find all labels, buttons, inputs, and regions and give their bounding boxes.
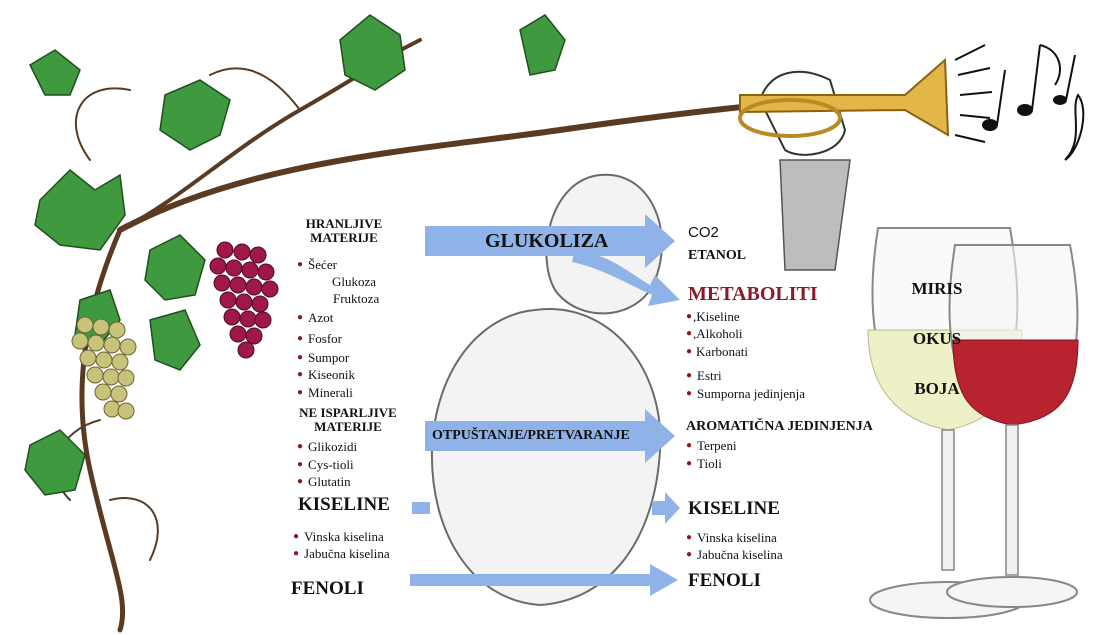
- input-fenoli-title: FENOLI: [291, 578, 364, 600]
- metaboliti-title: METABOLITI: [688, 283, 818, 306]
- bullet-icon: ●: [297, 369, 303, 380]
- bullet-icon: ●: [686, 370, 692, 381]
- co2-label: CO2: [688, 224, 719, 241]
- bullet-icon: ●: [686, 311, 692, 322]
- bullet-icon: ●: [686, 328, 692, 339]
- input-kiseline-item: ●Jabučna kiselina: [293, 546, 390, 563]
- hranljive-title-line2: MATERIJE: [300, 231, 388, 245]
- bullet-icon: ●: [297, 459, 303, 470]
- otpustanje-label: OTPUŠTANJE/PRETVARANJE: [432, 428, 630, 444]
- yeast-mother-cell: [432, 309, 660, 605]
- leaf-1: [35, 170, 125, 250]
- bullet-icon: ●: [297, 441, 303, 452]
- boja-label: BOJA: [897, 379, 977, 399]
- etanol-label: ETANOL: [688, 248, 746, 264]
- input-kiseline-title: KISELINE: [298, 494, 390, 516]
- glove-hand: [760, 72, 845, 155]
- ne-isparljive-materije-title: NE ISPARLJIVE MATERIJE: [296, 406, 400, 434]
- bullet-icon: ●: [297, 387, 303, 398]
- output-fenoli-title: FENOLI: [688, 570, 761, 592]
- ne-isparljive-title-line1: NE ISPARLJIVE: [296, 406, 400, 420]
- hranljive-item: ●Fosfor: [297, 331, 342, 348]
- hranljive-item: ●Šećer: [297, 257, 337, 274]
- bullet-icon: ●: [686, 346, 692, 357]
- leaf-4: [30, 50, 80, 95]
- output-kiseline-item: ●Jabučna kiselina: [686, 547, 783, 564]
- ne-isparljive-item: ●Cys-tioli: [297, 457, 354, 474]
- metaboliti-item: ●Sumporna jedinjenja: [686, 386, 805, 403]
- input-kiseline-item: ●Vinska kiselina: [293, 529, 384, 546]
- music-notes: [983, 45, 1083, 160]
- bullet-icon: ●: [297, 352, 303, 363]
- bullet-icon: ●: [686, 440, 692, 451]
- arrow-kiseline-in: [412, 502, 430, 514]
- metaboliti-item: ●,Kiseline: [686, 309, 740, 326]
- leaf-2: [160, 80, 230, 150]
- bullet-icon: ●: [297, 333, 303, 344]
- metaboliti-item: ●Karbonati: [686, 344, 748, 361]
- hranljive-materije-title: HRANLJIVE MATERIJE: [300, 217, 388, 245]
- aromaticna-item: ●Terpeni: [686, 438, 737, 455]
- aromaticna-jedinjenja-title: AROMATIČNA JEDINJENJA: [686, 419, 873, 435]
- bullet-icon: ●: [293, 531, 299, 542]
- miris-label: MIRIS: [897, 279, 977, 299]
- leaf-9: [150, 310, 200, 370]
- bullet-icon: ●: [293, 548, 299, 559]
- bullet-icon: ●: [686, 458, 692, 469]
- bullet-icon: ●: [686, 549, 692, 560]
- bullet-icon: ●: [297, 259, 303, 270]
- hranljive-title-line1: HRANLJIVE: [300, 217, 388, 231]
- leaf-5: [145, 235, 205, 300]
- metaboliti-item: ●,Alkoholi: [686, 326, 743, 343]
- red-grape-cluster: [210, 242, 278, 358]
- hranljive-item: Glukoza: [332, 274, 376, 289]
- output-kiseline-item: ●Vinska kiselina: [686, 530, 777, 547]
- bullet-icon: ●: [686, 388, 692, 399]
- hranljive-item: ●Azot: [297, 310, 333, 327]
- ne-isparljive-item: ●Glikozidi: [297, 439, 357, 456]
- arm-sleeve: [780, 160, 850, 270]
- red-wine-glass: [947, 245, 1078, 607]
- metaboliti-item: ●Estri: [686, 368, 722, 385]
- output-kiseline-title: KISELINE: [688, 498, 780, 520]
- okus-label: OKUS: [897, 329, 977, 349]
- hranljive-item: ●Sumpor: [297, 350, 349, 367]
- hranljive-item: ●Kiseonik: [297, 367, 355, 384]
- ne-isparljive-title-line2: MATERIJE: [296, 420, 400, 434]
- ne-isparljive-item: ●Glutatin: [297, 474, 351, 491]
- aromaticna-item: ●Tioli: [686, 456, 722, 473]
- glukoliza-label: GLUKOLIZA: [485, 230, 608, 253]
- bullet-icon: ●: [297, 476, 303, 487]
- leaf-8: [520, 15, 565, 75]
- arrow-kiseline-out: [652, 492, 680, 524]
- hranljive-item: Fruktoza: [333, 291, 379, 306]
- hranljive-item: ●Minerali: [297, 385, 353, 402]
- bullet-icon: ●: [686, 532, 692, 543]
- bullet-icon: ●: [297, 312, 303, 323]
- leaf-7: [25, 430, 85, 495]
